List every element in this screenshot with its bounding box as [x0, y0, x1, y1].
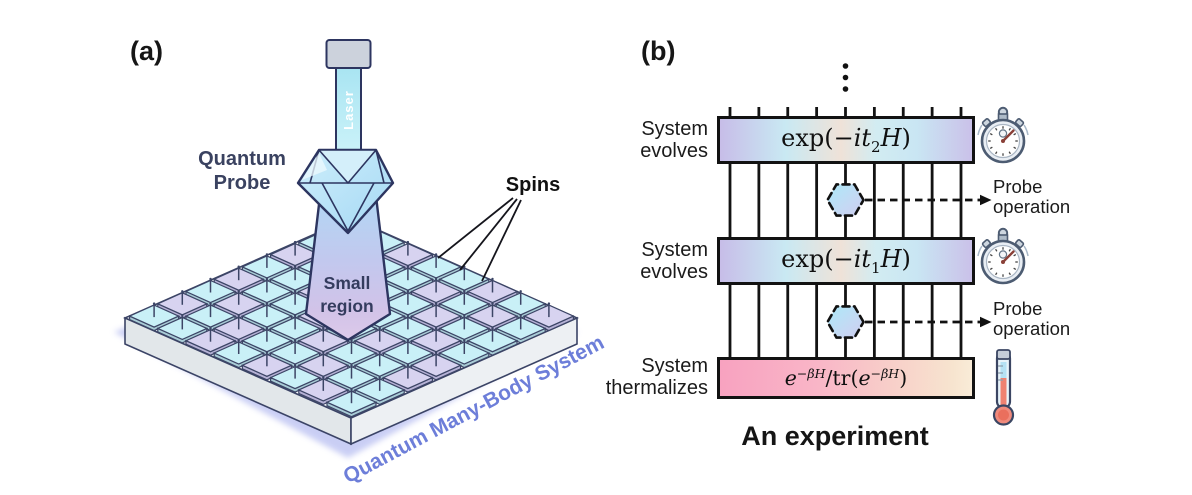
stopwatch-icon [977, 106, 1029, 164]
spin-pin-tip [265, 253, 269, 256]
probe-operation-label-2: Probe operation [993, 299, 1070, 339]
system-evolves-2-line1: System [641, 118, 708, 140]
spin-pin-tip [322, 376, 325, 379]
panel-b-tag: (b) [641, 36, 676, 66]
spin-pin-tip [181, 314, 184, 318]
experiment-caption: An experiment [741, 421, 929, 451]
spin-pin-tip [237, 290, 240, 293]
spin-pin-tip [406, 265, 410, 268]
spin-pin-tip [237, 339, 240, 342]
spin-pin-tip [406, 314, 410, 318]
system-evolves-1-line2: evolves [640, 260, 708, 283]
hexagon-probe-gate-icon [825, 305, 866, 339]
system-thermalizes-label: System thermalizes [580, 355, 708, 399]
spin-pin-tip [322, 351, 325, 354]
spin-pin-tip [519, 290, 522, 293]
spin-pin-tip [237, 265, 240, 268]
spin-pin-tip [463, 290, 466, 293]
spin-pin-tip [265, 302, 269, 305]
evolution-gate-t1: exp(−it1H) [717, 237, 975, 285]
small-region-label-line2: region [320, 296, 374, 316]
quantum-probe-label-line2: Probe [213, 172, 271, 194]
spin-pin-tip [209, 327, 212, 330]
laser-label: Laser [340, 90, 356, 130]
probe-operation-1-line2: operation [993, 196, 1071, 217]
gate-t1-formula: exp(−it1H) [781, 245, 911, 277]
stopwatch-icon [977, 227, 1029, 285]
probe-operation-2-line2: operation [993, 318, 1071, 339]
spin-pin-tip [434, 351, 438, 354]
spin-pin-tip [293, 240, 297, 244]
spin-pin-tip [463, 314, 466, 318]
spin-pin-tip [322, 327, 325, 330]
spin-pin-tip [434, 277, 438, 281]
spin-pin-tip [265, 277, 269, 281]
evolution-gate-t2: exp(−it2H) [717, 116, 975, 164]
spin-pin-tip [350, 388, 353, 391]
diamond-probe-icon [296, 148, 395, 235]
quantum-probe-label: Quantum Probe [177, 147, 307, 195]
spin-pin-tip [237, 314, 240, 318]
spin-pin-tip [350, 339, 353, 342]
small-region-label: Small region [287, 272, 407, 318]
probe-arrow [865, 194, 992, 206]
panel-a-tag: (a) [130, 36, 163, 66]
probe-operation-label-1: Probe operation [993, 177, 1070, 217]
quantum-probe-label-line1: Quantum [198, 148, 286, 170]
spin-pin-tip [293, 265, 297, 268]
spin-pin-tip [491, 302, 494, 305]
probe-arrow [865, 316, 992, 328]
thermometer-icon [992, 349, 1015, 426]
small-region-label-line1: Small [323, 273, 371, 293]
system-evolves-2-line2: evolves [640, 139, 708, 162]
laser-cap [325, 39, 372, 69]
thermal-gate-formula: e−βH/tr(e−βH) [784, 366, 908, 390]
hexagon-probe-gate-icon [825, 183, 866, 217]
spin-pin-tip [463, 339, 466, 342]
system-evolves-label-2: System evolves [580, 118, 708, 162]
spin-pin-tip [491, 277, 494, 281]
ellipsis-dots [842, 63, 849, 92]
spin-pin-tip [547, 302, 551, 305]
spin-pin-tip [265, 327, 269, 330]
spin-pin-tip [519, 314, 522, 318]
panel-a-illustration [114, 39, 579, 458]
spins-label: Spins [505, 174, 561, 196]
spin-pin-tip [406, 363, 410, 367]
spin-pin-tip [293, 290, 297, 293]
spin-pin-tip [378, 351, 381, 354]
probe-operation-1-line1: Probe [993, 176, 1043, 197]
system-evolves-label-1: System evolves [580, 239, 708, 283]
spin-pin-tip [406, 240, 410, 244]
spin-pin-tip [406, 339, 410, 342]
ellipsis-dot [842, 63, 849, 69]
spin-pin-tip [209, 277, 212, 281]
spin-pin-tip [350, 363, 353, 367]
thermal-state-gate: e−βH/tr(e−βH) [717, 357, 975, 399]
spin-pin-tip [434, 327, 438, 330]
system-thermalizes-line1: System [641, 355, 708, 377]
spin-pin-tip [293, 363, 297, 367]
spin-pin-tip [293, 339, 297, 342]
spin-pin-tip [209, 302, 212, 305]
spin-pin-tip [406, 290, 410, 293]
spin-pin-tip [378, 376, 381, 379]
spin-pin-tip [434, 253, 438, 256]
system-evolves-1-line1: System [641, 239, 708, 261]
spin-pin-tip [293, 314, 297, 318]
spin-pin-tip [152, 302, 156, 305]
spins-pointer-lines [437, 197, 522, 282]
spin-pin-tip [434, 302, 438, 305]
probe-operation-2-line1: Probe [993, 298, 1043, 319]
spin-pin-tip [491, 327, 494, 330]
gate-t2-formula: exp(−it2H) [781, 124, 911, 156]
spin-pin-tip [265, 351, 269, 354]
ellipsis-dot [842, 86, 849, 92]
spin-pin-tip [378, 327, 381, 330]
spin-pin-tip [181, 290, 184, 293]
system-thermalizes-line2: thermalizes [605, 376, 708, 399]
ellipsis-dot [842, 74, 849, 81]
